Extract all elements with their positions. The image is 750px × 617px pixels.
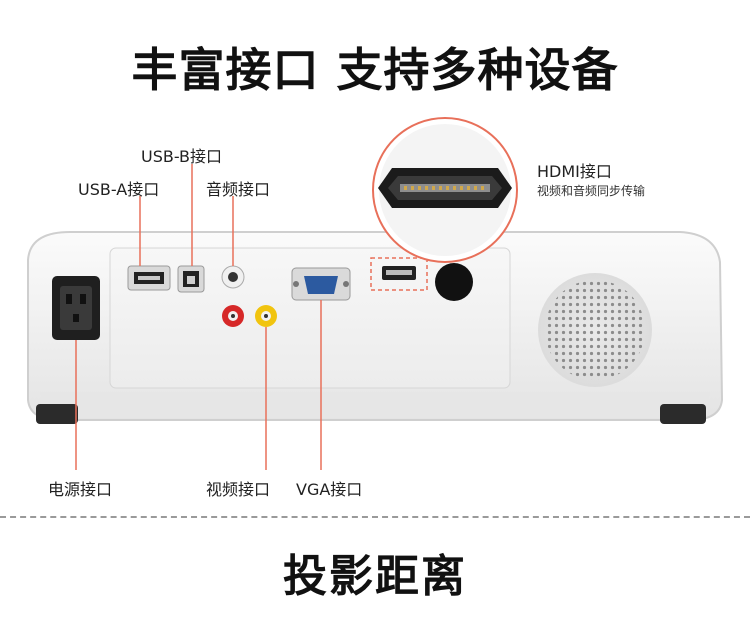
usb-a-label: USB-A接口 <box>78 180 160 199</box>
power-label: 电源接口 <box>48 480 113 499</box>
power-socket-icon <box>52 276 100 340</box>
section-divider <box>0 516 750 518</box>
section-title: 投影距离 <box>283 551 467 602</box>
ir-sensor-icon <box>435 263 473 301</box>
vga-port-icon <box>291 267 351 301</box>
hdmi-description: 视频和音频同步传输 <box>537 184 646 198</box>
speaker-grille-icon <box>538 273 652 387</box>
audio-label: 音频接口 <box>206 180 271 199</box>
hdmi-label: HDMI接口 <box>537 162 612 181</box>
rca-red-jack-icon <box>222 305 244 327</box>
hdmi-port-icon <box>370 257 428 291</box>
usb-b-label: USB-B接口 <box>141 147 223 166</box>
hdmi-zoom-callout <box>372 117 518 263</box>
page-title: 丰富接口 支持多种设备 <box>131 43 619 97</box>
vga-label: VGA接口 <box>296 480 363 499</box>
callout-lines <box>75 164 322 470</box>
video-jack-icon <box>255 305 277 327</box>
usb-a-port-icon <box>127 265 171 291</box>
video-label: 视频接口 <box>206 480 271 499</box>
audio-jack-icon <box>221 265 245 289</box>
usb-b-port-icon <box>177 265 205 293</box>
